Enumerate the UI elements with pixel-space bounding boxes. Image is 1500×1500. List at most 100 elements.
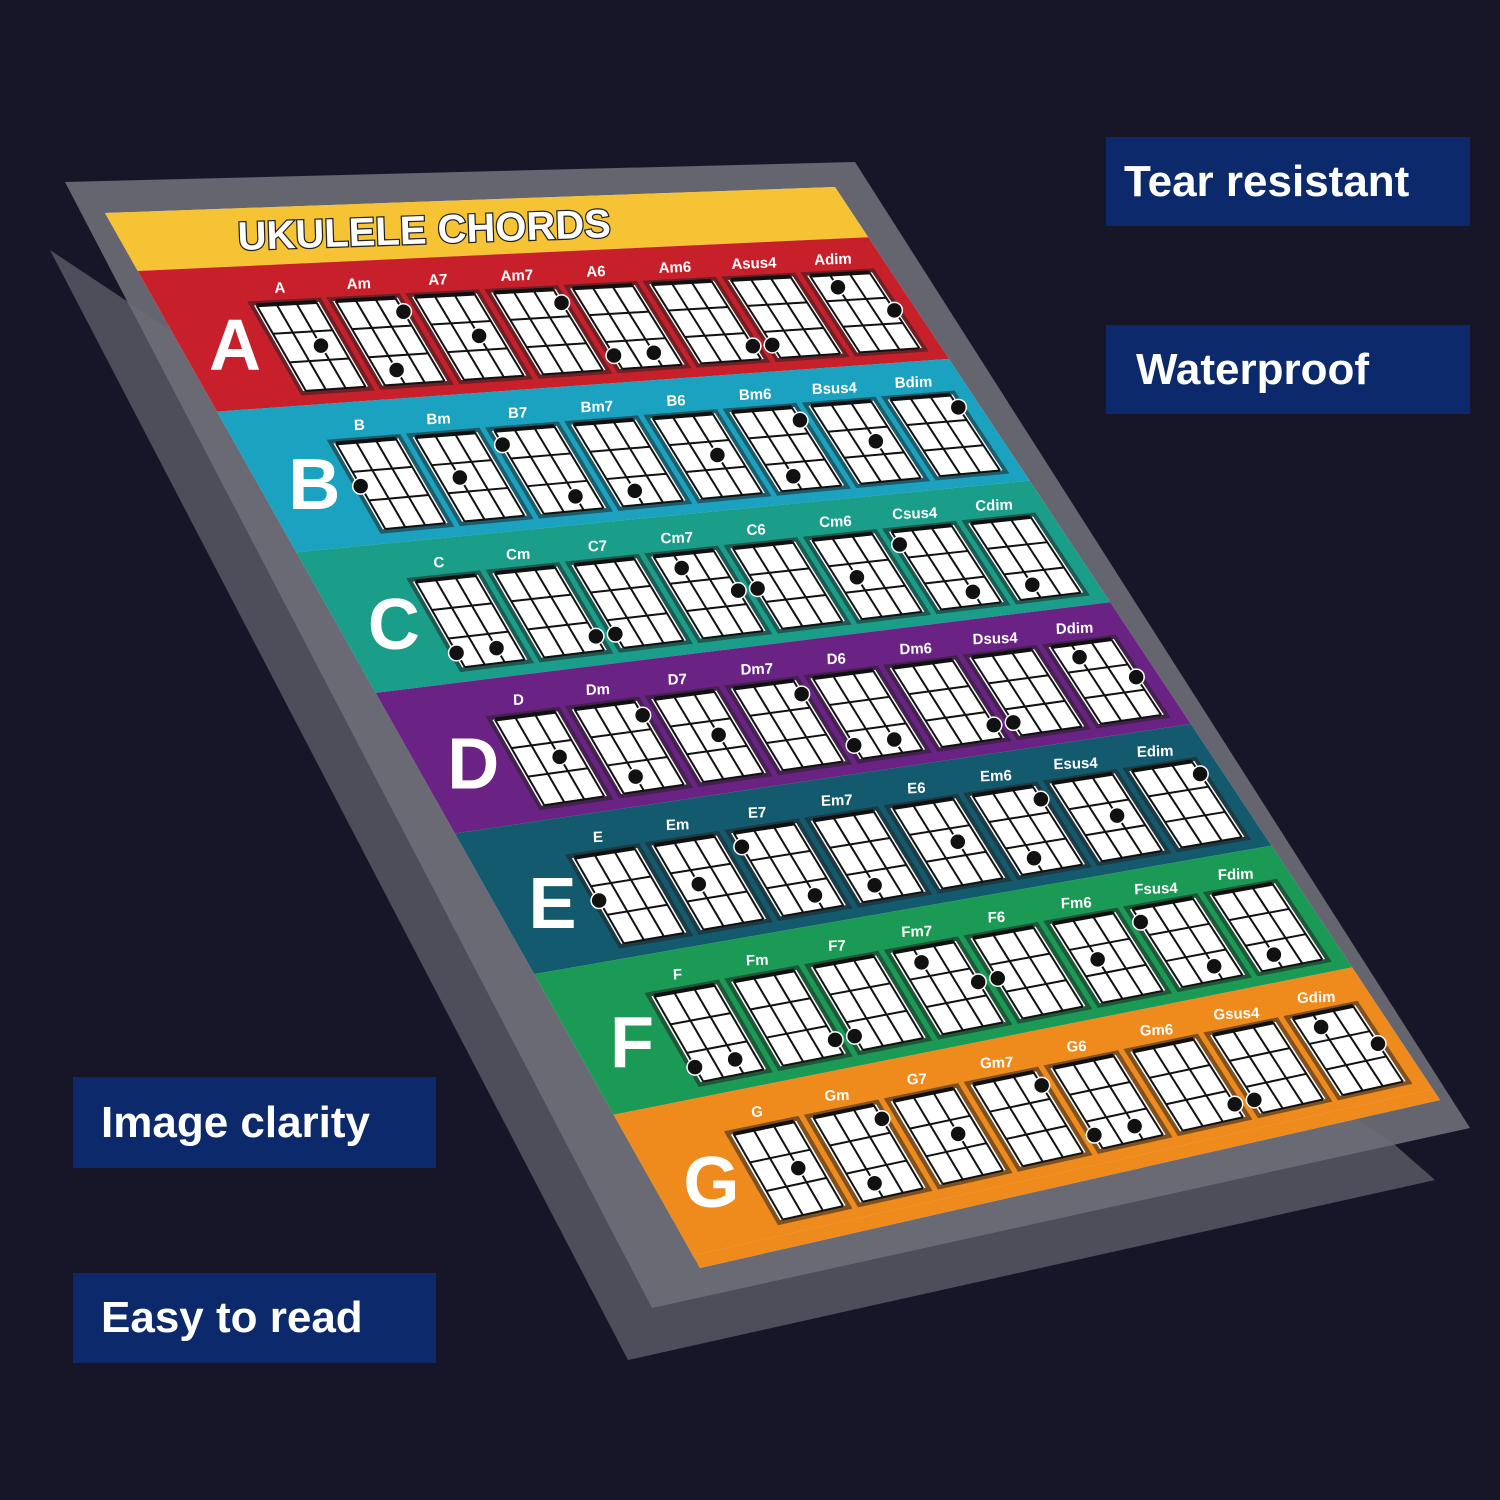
chord-diagram (651, 690, 767, 783)
chord-fret (1084, 688, 1145, 700)
chord-string (1150, 767, 1203, 845)
tear-resistant-badge: Tear resistant (1106, 137, 1470, 226)
chord-fret (1245, 1072, 1307, 1088)
chord-fret (749, 997, 811, 1011)
chord-string (334, 300, 386, 386)
chord-fret (448, 486, 508, 495)
chord-string (911, 664, 963, 745)
chord-fret (906, 418, 967, 426)
chord-string (631, 284, 683, 366)
chord-string (871, 669, 924, 751)
chord-string (1112, 912, 1164, 992)
chord-string (891, 667, 943, 748)
chord-diagram (730, 680, 846, 771)
chord-name: Em (666, 816, 690, 834)
chord-fret (862, 748, 923, 760)
chord-string (1130, 770, 1183, 849)
finger-dot (470, 327, 488, 345)
finger-dot (949, 398, 968, 417)
chord-string (889, 398, 942, 477)
chord-name: Cm6 (819, 513, 852, 531)
chord-string (1271, 883, 1324, 961)
chord-fret (1182, 974, 1243, 989)
row-letter-f: F (610, 1004, 654, 1084)
chord-fret (844, 451, 905, 459)
chord-fret (415, 430, 476, 440)
chord-diagram (1050, 912, 1166, 1004)
chord-string (493, 572, 546, 659)
chord-fret (352, 465, 413, 473)
chord-name: Fdim (1217, 866, 1253, 884)
chord-string (713, 984, 765, 1071)
chord-string (1032, 926, 1084, 1008)
chord-name: Gdim (1297, 989, 1336, 1007)
chord-fret (464, 658, 525, 669)
chord-fret (686, 1040, 748, 1054)
chord-string (872, 955, 925, 1039)
chord-fret (1102, 989, 1163, 1004)
chord-fret (703, 918, 764, 931)
chord-fret (1069, 937, 1130, 951)
finger-dot (1025, 849, 1043, 868)
chord-fret (494, 424, 555, 433)
chord-fret (766, 1025, 828, 1039)
chord-string (413, 296, 465, 381)
chord-fret (385, 522, 446, 530)
chord-fret (702, 630, 764, 640)
chord-name: D (513, 691, 525, 708)
chord-fret (431, 319, 491, 326)
chord-string (632, 419, 684, 502)
chord-name: B6 (666, 392, 686, 410)
chord-diagram (810, 810, 926, 903)
chord-fret (764, 458, 825, 466)
chord-name: C7 (588, 538, 608, 556)
chord-string (554, 711, 606, 797)
chord-diagram (969, 649, 1085, 736)
chord-string (929, 395, 981, 473)
chord-fret (544, 795, 605, 807)
chord-name: Am7 (500, 267, 533, 285)
chord-diagram (729, 407, 845, 492)
chord-name: Bdim (894, 374, 932, 392)
chord-string (651, 417, 704, 500)
chord-string (355, 441, 407, 528)
finger-dot (791, 411, 809, 430)
row-letter-c: C (368, 585, 420, 665)
chord-fret (668, 306, 728, 312)
chord-diagram (650, 413, 765, 500)
chord-string (749, 278, 802, 358)
finger-dot (1004, 713, 1023, 732)
chord-string (394, 438, 446, 524)
chord-string (693, 838, 745, 924)
chord-fret (1309, 1030, 1370, 1045)
chord-fret (1068, 798, 1129, 811)
chord-fret (605, 337, 666, 344)
chord-fret (1052, 1053, 1114, 1070)
chord-fret (256, 300, 317, 308)
chord-string (673, 695, 725, 780)
chord-diagram (810, 1104, 926, 1203)
finger-dot (845, 1027, 864, 1045)
chord-string (770, 408, 823, 488)
chord-string (553, 425, 605, 509)
chord-fret (669, 576, 730, 585)
chord-fret (684, 332, 745, 338)
finger-dot (1312, 1018, 1330, 1036)
chord-fret (971, 647, 1032, 660)
chord-name: Fm7 (901, 923, 932, 941)
chord-name: A6 (586, 263, 606, 281)
chord-fret (892, 796, 954, 811)
chord-fret (909, 967, 971, 981)
finger-dot (949, 1125, 967, 1143)
chord-name: Cdim (975, 497, 1013, 515)
chord-fret (1132, 1036, 1194, 1054)
chord-fret (731, 405, 792, 414)
chord-fret (415, 573, 476, 584)
finger-dot (626, 482, 644, 500)
chord-fret (890, 392, 951, 402)
chord-fret (766, 733, 827, 745)
chord-name: Fsus4 (1134, 880, 1179, 899)
chord-fret (510, 452, 571, 460)
chord-fret (749, 567, 810, 577)
finger-dot (708, 446, 727, 464)
